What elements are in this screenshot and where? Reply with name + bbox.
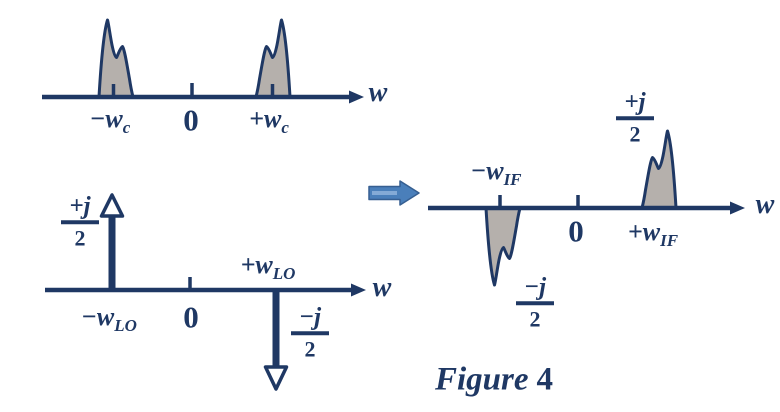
fraction-numerator: +j — [69, 192, 91, 220]
fraction-numerator: −j — [523, 273, 547, 301]
lo-negative-wlo-label: −wLO — [81, 302, 137, 335]
rf-negative-wc-label: −wc — [89, 104, 131, 137]
rf-zero-label: 0 — [183, 102, 199, 138]
lo-up-impulse-arrowhead-icon — [99, 193, 125, 218]
lo-up-impulse-fraction: +j 2 — [61, 193, 99, 249]
fraction-bar — [516, 301, 554, 305]
fraction-numerator: −j — [298, 303, 322, 331]
rf-axis-label: w — [368, 77, 388, 108]
rf-axis-arrowhead-icon — [349, 90, 364, 104]
if-axis-label: w — [755, 189, 775, 220]
if-negative-wif-label: −wIF — [470, 156, 522, 189]
rf-hump-negative — [97, 18, 135, 99]
if-positive-fraction: +j 2 — [616, 89, 654, 145]
if-axis-arrowhead-icon — [730, 201, 745, 215]
if-negative-fraction: −j 2 — [516, 274, 554, 330]
rf-positive-wc-label: +wc — [249, 104, 289, 137]
fraction-numerator: +j — [624, 88, 646, 116]
fraction-bar — [616, 116, 654, 120]
lo-axis-label: w — [372, 272, 392, 303]
lo-axis-arrowhead-icon — [351, 283, 366, 297]
fraction-denominator: 2 — [304, 335, 316, 361]
if-positive-wif-label: +wIF — [627, 217, 679, 250]
rf-spectrum-diagram — [42, 18, 364, 104]
caption-number: 4 — [536, 361, 554, 398]
if-zero-label: 0 — [568, 213, 584, 249]
lo-down-impulse-arrowhead-icon — [263, 365, 289, 391]
if-hump-negative-inverted — [484, 206, 522, 287]
lo-down-impulse-fraction: −j 2 — [291, 304, 329, 360]
lo-spectrum-diagram — [45, 193, 366, 391]
if-spectrum-diagram — [428, 129, 745, 287]
fraction-denominator: 2 — [629, 120, 641, 146]
fraction-bar — [61, 220, 99, 224]
caption-word: Figure — [434, 361, 529, 398]
lo-positive-wlo-label: +wLO — [240, 250, 296, 283]
transform-block-arrow — [368, 180, 420, 206]
fraction-denominator: 2 — [74, 224, 86, 250]
fraction-denominator: 2 — [529, 305, 541, 331]
fraction-bar — [291, 331, 329, 335]
lo-zero-label: 0 — [183, 299, 199, 335]
